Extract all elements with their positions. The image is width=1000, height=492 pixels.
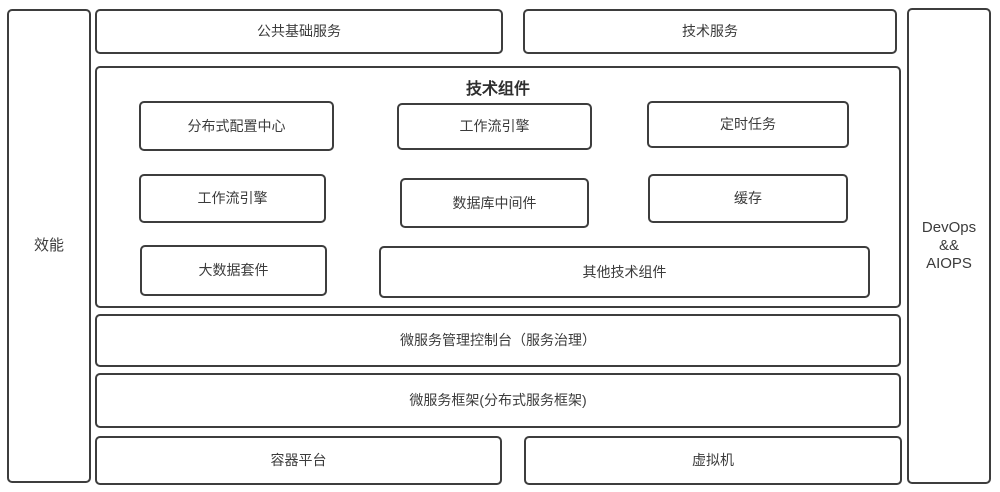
box-scheduled-tasks: 定时任务 bbox=[647, 101, 849, 148]
aiops-line: AIOPS bbox=[926, 255, 972, 272]
box-label: 大数据套件 bbox=[198, 262, 269, 279]
rail-efficiency-label: 效能 bbox=[33, 237, 64, 255]
band-microservice-console: 微服务管理控制台（服务治理） bbox=[95, 314, 901, 367]
box-database-middleware: 数据库中间件 bbox=[400, 178, 589, 228]
box-label: 分布式配置中心 bbox=[187, 117, 286, 134]
box-label: 公共基础服务 bbox=[257, 23, 341, 40]
box-label: 虚拟机 bbox=[692, 452, 734, 469]
box-label: 其他技术组件 bbox=[582, 263, 667, 280]
devops-line: DevOps bbox=[921, 219, 977, 236]
box-label: 技术服务 bbox=[682, 23, 738, 40]
band-label: 微服务管理控制台（服务治理） bbox=[400, 332, 596, 349]
box-container-platform: 容器平台 bbox=[95, 436, 502, 485]
box-technical-services: 技术服务 bbox=[523, 9, 897, 54]
box-distributed-config-center: 分布式配置中心 bbox=[139, 101, 334, 151]
box-big-data-suite: 大数据套件 bbox=[140, 245, 327, 296]
box-virtual-machine: 虚拟机 bbox=[524, 436, 902, 485]
rail-efficiency: 效能 bbox=[7, 9, 91, 483]
box-label: 数据库中间件 bbox=[452, 194, 537, 211]
rail-devops-aiops: DevOps && AIOPS bbox=[907, 8, 991, 484]
box-label: 容器平台 bbox=[270, 452, 327, 469]
box-label: 工作流引擎 bbox=[197, 190, 268, 207]
box-label: 缓存 bbox=[734, 190, 762, 207]
band-microservice-framework: 微服务框架(分布式服务框架) bbox=[95, 373, 901, 428]
amp-line: && bbox=[938, 237, 959, 254]
tech-components-title: 技术组件 bbox=[465, 81, 530, 98]
box-workflow-engine-mid: 工作流引擎 bbox=[139, 174, 326, 223]
box-label: 工作流引擎 bbox=[459, 118, 530, 135]
box-public-basic-services: 公共基础服务 bbox=[95, 9, 503, 54]
container-tech-components: 技术组件 分布式配置中心 工作流引擎 定时任务 工作流引擎 数据库中间件 缓存 … bbox=[95, 66, 901, 308]
box-workflow-engine-top: 工作流引擎 bbox=[397, 103, 592, 150]
band-label: 微服务框架(分布式服务框架) bbox=[409, 392, 587, 409]
box-cache: 缓存 bbox=[648, 174, 848, 223]
box-label: 定时任务 bbox=[720, 116, 776, 133]
rail-devops-aiops-label: DevOps && AIOPS bbox=[922, 219, 976, 273]
box-other-tech-components: 其他技术组件 bbox=[379, 246, 870, 298]
